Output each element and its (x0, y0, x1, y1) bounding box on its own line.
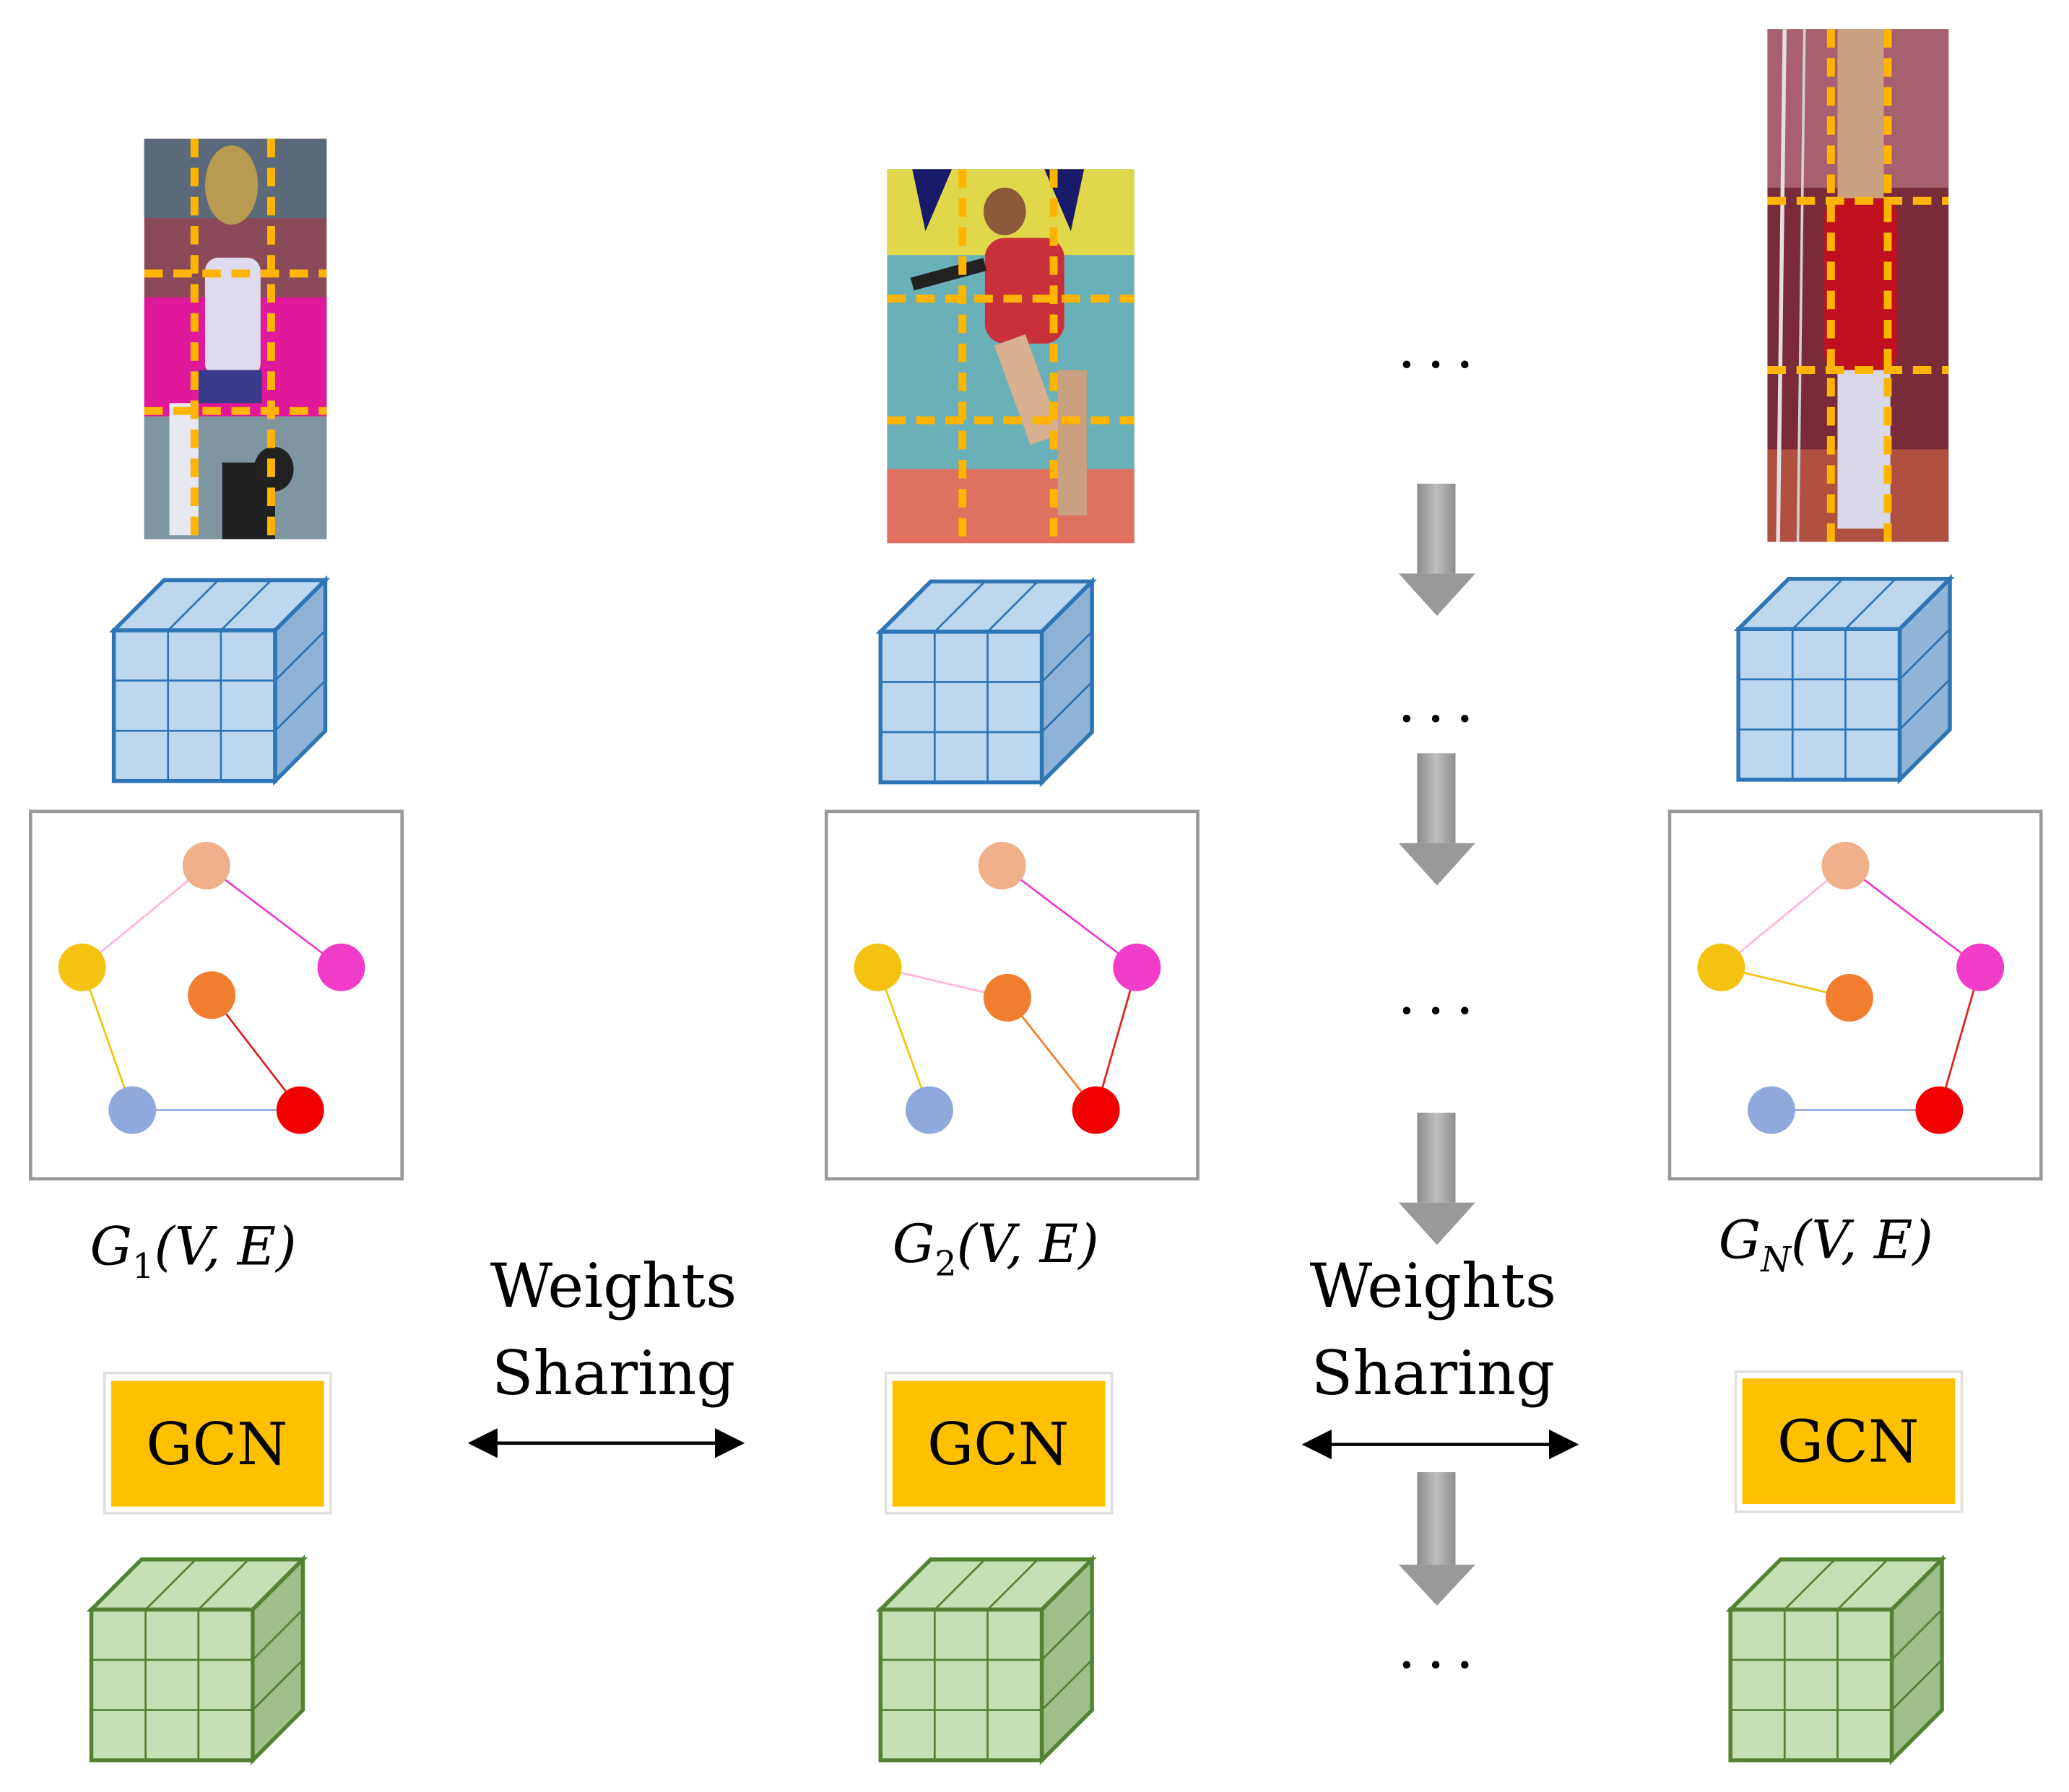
graph-node-peach (182, 841, 230, 890)
output-cube-1 (86, 1554, 308, 1765)
graph-node-peach (978, 841, 1026, 890)
output-cube-2 (875, 1554, 1097, 1765)
gcn-label-n: GCN (1777, 1407, 1919, 1475)
graph-label-n: GN(V, E) (1719, 1210, 1933, 1280)
output-cube-n (1725, 1554, 1947, 1765)
graph-node-magenta (1956, 943, 2005, 991)
weights-sharing-1-line2: Sharing (492, 1338, 735, 1409)
graph-node-red (276, 1086, 324, 1134)
graph-node-red (1915, 1086, 1964, 1134)
person-crop-1 (144, 139, 327, 539)
graph-node-blue (906, 1086, 953, 1134)
person-crop-2 (887, 169, 1135, 544)
ellipsis-2: ... (1397, 667, 1485, 735)
ellipsis-column: ... ... ... ... (1397, 313, 1485, 1682)
graph-node-peach (1821, 841, 1870, 890)
weights-sharing-2: Weights Sharing (1301, 1251, 1579, 1460)
feature-cube-n (1733, 574, 1955, 785)
gcn-label-1: GCN (146, 1410, 287, 1478)
graph-panel-n (1667, 809, 2043, 1180)
graph-panel-2 (824, 809, 1200, 1180)
flow-arrow-3 (1398, 1113, 1475, 1245)
graph-node-yellow (1697, 943, 1745, 991)
graph-node-orange (188, 971, 236, 1019)
graph-node-orange (1825, 973, 1873, 1022)
weights-sharing-1: Weights Sharing (467, 1251, 745, 1458)
gcn-label-2: GCN (927, 1410, 1069, 1478)
flow-arrow-4 (1398, 1472, 1475, 1606)
graph-panel-1 (29, 809, 404, 1180)
graph-node-magenta (317, 943, 365, 991)
flow-arrow-2 (1398, 753, 1475, 886)
graph-node-blue (1747, 1086, 1795, 1134)
ellipsis-3: ... (1397, 960, 1485, 1027)
ellipsis-4: ... (1397, 1614, 1485, 1682)
column-2: G2(V, E) GCN (824, 169, 1200, 1765)
graph-label-2: G2(V, E) (893, 1214, 1099, 1284)
graph-node-red (1072, 1086, 1120, 1134)
feature-cube-2 (875, 576, 1097, 788)
weights-sharing-2-line1: Weights (1310, 1251, 1557, 1321)
flow-arrow-1 (1398, 483, 1475, 616)
graph-node-yellow (58, 943, 106, 991)
weights-sharing-1-line1: Weights (490, 1251, 737, 1321)
gcn-block-1: GCN (103, 1371, 332, 1515)
gcn-block-n: GCN (1734, 1370, 1964, 1513)
column-n: GN(V, E) GCN (1667, 29, 2043, 1765)
gcn-block-2: GCN (884, 1371, 1114, 1515)
weights-sharing-2-line2: Sharing (1311, 1338, 1555, 1409)
person-crop-n (1767, 29, 1949, 542)
column-1: G1(V, E) GCN (29, 139, 404, 1765)
graph-node-yellow (854, 943, 902, 991)
feature-cube-1 (109, 575, 331, 786)
ellipsis-1: ... (1397, 313, 1485, 381)
graph-node-blue (108, 1086, 157, 1134)
graph-node-magenta (1113, 943, 1161, 991)
graph-node-orange (984, 973, 1031, 1022)
graph-label-1: G1(V, E) (90, 1217, 297, 1287)
